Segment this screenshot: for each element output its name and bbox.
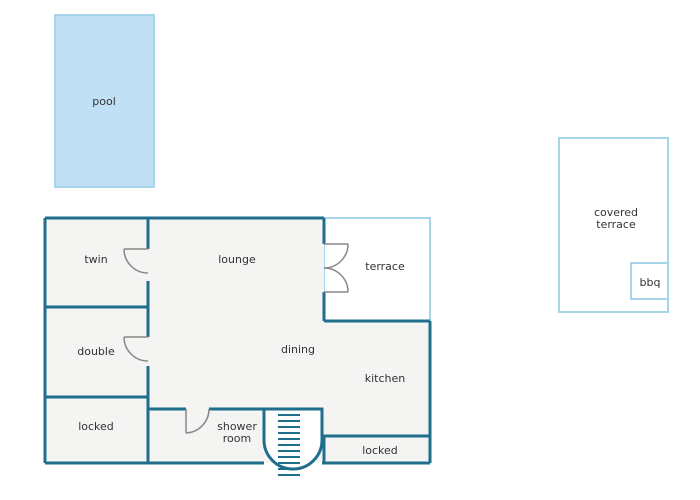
locked-right-label: locked: [362, 444, 398, 457]
door-terrace[interactable]: [323, 243, 349, 293]
pool-area: [54, 14, 155, 188]
double-label: double: [77, 345, 115, 358]
twin-label: twin: [84, 253, 107, 266]
terrace-area: [323, 217, 431, 322]
covered-terrace-label-line2: terrace: [596, 218, 636, 231]
house-floor: [45, 218, 430, 463]
bbq-area: [630, 262, 669, 300]
dining-label: dining: [281, 343, 315, 356]
pool-label: pool: [92, 95, 116, 108]
door-shower[interactable]: [185, 408, 210, 434]
door-twin[interactable]: [123, 248, 149, 274]
lounge-label: lounge: [218, 253, 256, 266]
kitchen-label: kitchen: [365, 372, 406, 385]
shower-room-label-line2: room: [223, 432, 251, 445]
covered-terrace-label-line1: covered: [594, 206, 638, 219]
shower-room-label-line1: shower: [217, 420, 257, 433]
door-double[interactable]: [123, 336, 149, 362]
terrace-label: terrace: [365, 260, 405, 273]
bbq-label: bbq: [640, 276, 661, 289]
stairs: [278, 414, 300, 476]
locked-left-label: locked: [78, 420, 114, 433]
